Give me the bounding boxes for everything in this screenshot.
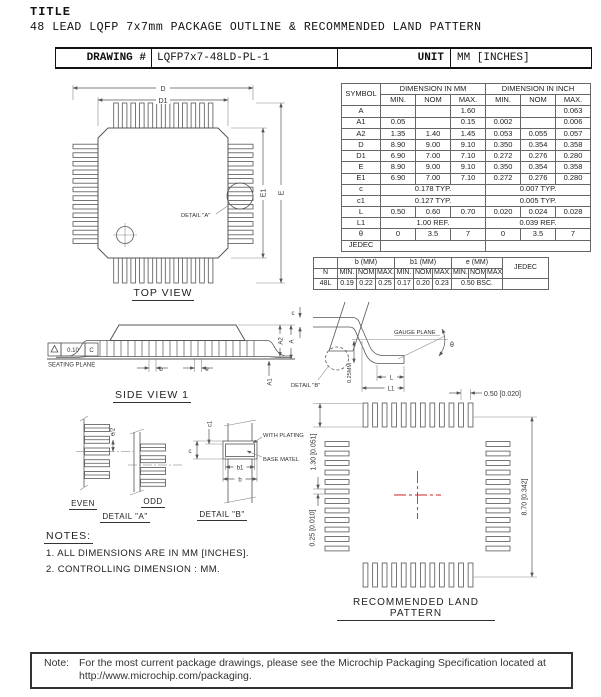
dim-label-a2: A2: [278, 337, 284, 345]
footer-note-box: [30, 652, 573, 689]
mm-group-header: DIMENSION IN MM: [379, 82, 487, 96]
dim-label-d: D: [160, 86, 165, 93]
package-body: [97, 127, 229, 259]
detail-a-callout-label: DETAIL "A": [181, 213, 210, 219]
note-item-2: 2. CONTROLLING DIMENSION : MM.: [46, 564, 221, 575]
detail-a-caption: DETAIL "A": [100, 512, 150, 523]
unit-label: UNIT: [338, 49, 451, 67]
detail-a-pins: [84, 424, 166, 487]
packaging-url[interactable]: http://www.microchip.com/packaging.: [79, 670, 252, 682]
even-caption: EVEN: [69, 499, 97, 510]
lp-pitch-label: 0.50 [0.020]: [484, 391, 521, 398]
dim-label-e: E: [279, 190, 286, 195]
odd-caption: ODD: [141, 497, 165, 508]
lp-span-label: 8.70 [0.342]: [522, 478, 529, 515]
footer-note-label: Note:: [44, 657, 70, 669]
dim-label-b-section: b: [238, 478, 242, 484]
lead-detail-drawing: c GAUGE PLANE θ 0.25MM L L1 DETAIL "B": [291, 301, 454, 393]
lead-section-outer: [222, 440, 258, 460]
detail-b-drawing: WITH PLATING BASE MATEL c1 c b1 b: [189, 419, 304, 504]
title-label: TITLE: [30, 5, 72, 19]
drawing-number-value: LQFP7x7-48LD-PL-1: [152, 49, 338, 67]
detail-b-callout-label: DETAIL "B": [291, 383, 320, 389]
dim-label-l: L: [390, 376, 394, 382]
table-header-row: b (MM) b1 (MM) e (MM) JEDEC: [313, 257, 549, 279]
footer-note-text: For the most current package drawings, p…: [79, 657, 546, 669]
lp-pad-length-label: 1.30 [0.051]: [311, 433, 318, 470]
theta-label: θ: [450, 342, 454, 349]
flatness-tolerance: 0.10: [67, 348, 79, 354]
side-view-body: [109, 324, 246, 341]
dim-label-e-side: e: [205, 367, 209, 373]
dim-label-b1: b1: [237, 466, 244, 472]
detail-a-drawing: e/2: [76, 415, 184, 496]
corner-cell: [313, 257, 338, 269]
dim-label-e1: E1: [261, 189, 268, 198]
detail-a-callout-circle: [226, 182, 254, 210]
e-half-label: e/2: [110, 427, 116, 436]
detail-b-callout-circle: [325, 346, 349, 371]
top-view-caption: TOP VIEW: [131, 287, 195, 301]
unit-value: MM [INCHES]: [457, 52, 530, 64]
gauge-offset-label: 0.25MM: [347, 363, 353, 383]
datum-letter: C: [89, 348, 94, 354]
dim-label-c1: c1: [207, 420, 213, 427]
lead-section-inner: [225, 443, 255, 457]
dimension-table: SYMBOL DIMENSION IN MM DIMENSION IN INCH…: [341, 82, 592, 252]
gauge-plane-label: GAUGE PLANE: [394, 330, 436, 336]
land-pattern-caption: RECOMMENDED LAND PATTERN: [337, 597, 495, 621]
note-item-1: 1. ALL DIMENSIONS ARE IN MM [INCHES].: [46, 548, 249, 559]
page-title: 48 LEAD LQFP 7x7mm PACKAGE OUTLINE & REC…: [30, 21, 482, 34]
top-view-drawing: D D1 E E1 DETAIL "A": [72, 83, 286, 284]
symbol-header: SYMBOL: [341, 82, 381, 107]
lp-pad-width-label: 0.25 [0.010]: [310, 509, 317, 546]
side-view-caption: SIDE VIEW 1: [112, 389, 191, 403]
table-row: JEDEC: [341, 239, 592, 252]
land-pattern-pads: [324, 402, 511, 588]
inch-group-header: DIMENSION IN INCH: [485, 82, 592, 96]
dim-label-a: A: [289, 339, 295, 343]
detail-b-caption: DETAIL "B": [197, 510, 247, 521]
dim-label-c-section: c: [189, 449, 192, 455]
notes-heading: NOTES:: [44, 530, 94, 544]
drawing-number-label: DRAWING #: [56, 49, 152, 67]
dim-label-a1: A1: [267, 378, 273, 386]
dim-label-b-side: b: [159, 367, 163, 373]
with-plating-label: WITH PLATING: [263, 433, 304, 439]
lead-upper-surface: [313, 317, 404, 356]
dim-label-d1: D1: [159, 98, 168, 105]
dim-label-c-lead: c: [292, 311, 295, 317]
seating-plane-label: SEATING PLANE: [48, 363, 95, 369]
drawing-number-bar: DRAWING # LQFP7x7-48LD-PL-1 UNIT MM [INC…: [55, 47, 592, 69]
side-view-drawing: 0.10 C SEATING PLANE b e A2 A A1: [47, 324, 296, 386]
dim-label-l1: L1: [388, 387, 395, 393]
flatness-symbol-icon: [50, 344, 59, 353]
lead-lower-surface: [313, 326, 404, 364]
land-pattern-drawing: 8.70 [0.342] 1.30 [0.051] 0.25 [0.010] 0…: [310, 389, 537, 588]
base-metal-label: BASE MATEL: [263, 457, 300, 463]
side-view-leads: [99, 340, 255, 357]
table-header-row: SYMBOL DIMENSION IN MM DIMENSION IN INCH: [341, 82, 592, 107]
